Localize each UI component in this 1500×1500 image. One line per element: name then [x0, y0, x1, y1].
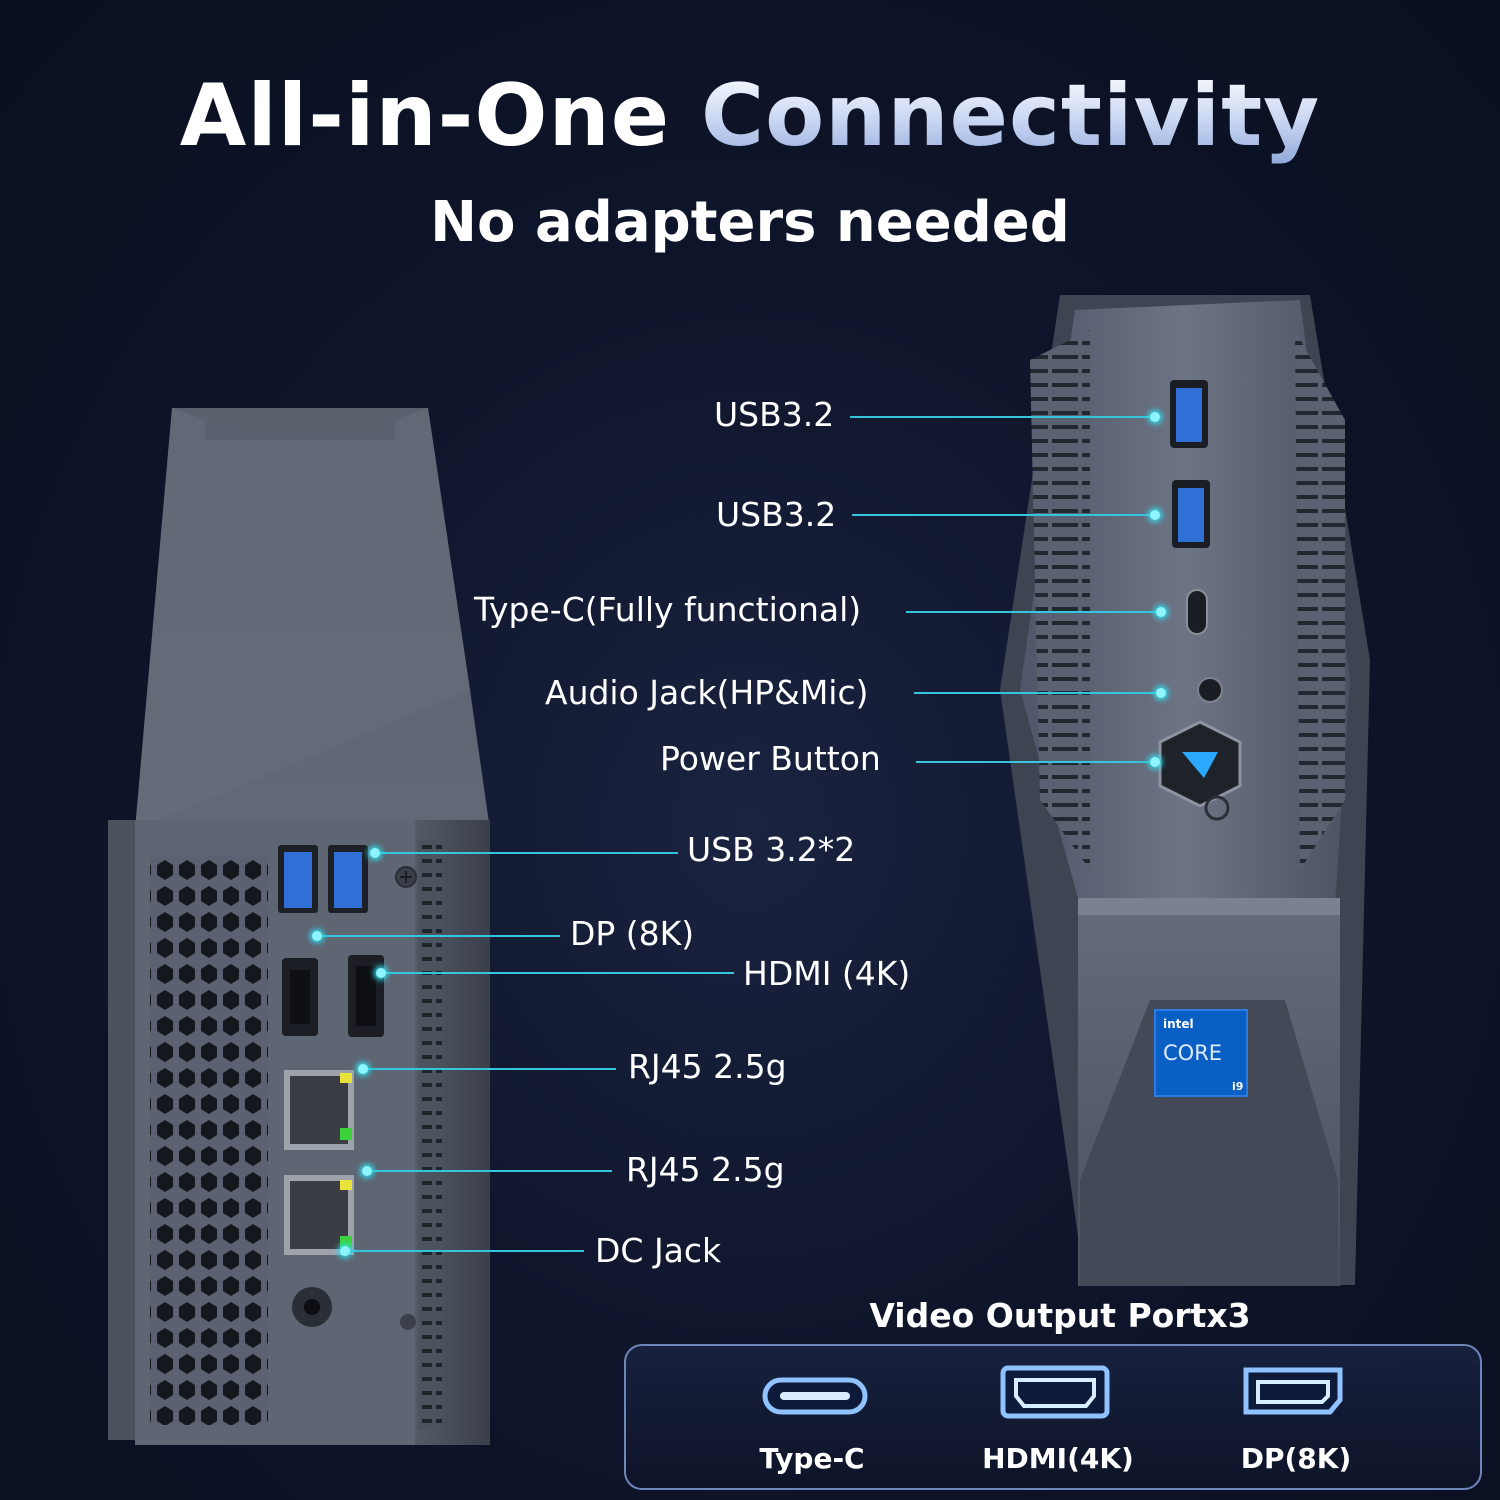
- label-hdmi: HDMI (4K): [743, 954, 911, 993]
- label-usb32x2: USB 3.2*2: [687, 830, 856, 869]
- leader-line: [366, 1068, 616, 1070]
- page-title: All-in-One Connectivity: [0, 66, 1500, 166]
- port-marker-dot: [340, 1246, 350, 1256]
- port-marker-dot: [376, 968, 386, 978]
- label-usb32-second: USB3.2: [716, 495, 837, 534]
- leader-line: [852, 514, 1154, 516]
- video-port-label-hdmi: HDMI(4K): [982, 1442, 1134, 1475]
- port-marker-dot: [362, 1166, 372, 1176]
- label-power-button: Power Button: [660, 739, 881, 778]
- label-rj45-first: RJ45 2.5g: [628, 1047, 787, 1086]
- leader-line: [916, 761, 1152, 763]
- hdmi-port-icon: [1000, 1365, 1110, 1419]
- port-marker-dot: [1150, 412, 1160, 422]
- port-marker-dot: [1156, 688, 1166, 698]
- port-marker-dot: [1150, 757, 1160, 767]
- type-c-port-icon: [762, 1377, 868, 1415]
- port-marker-dot: [312, 931, 322, 941]
- label-dc-jack: DC Jack: [595, 1231, 722, 1270]
- leader-line: [384, 972, 734, 974]
- leader-line: [320, 935, 560, 937]
- label-audio-jack: Audio Jack(HP&Mic): [545, 673, 869, 712]
- port-marker-dot: [1150, 510, 1160, 520]
- badge-brand-text: intel: [1163, 1017, 1194, 1031]
- port-marker-dot: [370, 848, 380, 858]
- badge-product-text: CORE: [1163, 1041, 1222, 1065]
- leader-line: [378, 852, 678, 854]
- displayport-icon: [1243, 1367, 1343, 1415]
- badge-tier-text: i9: [1232, 1080, 1243, 1093]
- label-rj45-second: RJ45 2.5g: [626, 1150, 785, 1189]
- label-dp: DP (8K): [570, 914, 695, 953]
- title-part-2: Connectivity: [700, 66, 1321, 166]
- leader-line: [370, 1170, 612, 1172]
- video-port-label-type-c: Type-C: [759, 1442, 865, 1475]
- label-type-c: Type-C(Fully functional): [474, 590, 862, 629]
- leader-line: [850, 416, 1154, 418]
- leader-line: [914, 692, 1158, 694]
- video-port-label-dp: DP(8K): [1240, 1442, 1352, 1475]
- leader-line: [906, 611, 1158, 613]
- port-marker-dot: [1156, 607, 1166, 617]
- page-subtitle: No adapters needed: [430, 190, 1070, 255]
- video-output-title: Video Output Portx3: [869, 1296, 1251, 1335]
- leader-line: [348, 1250, 584, 1252]
- label-usb32-top: USB3.2: [714, 395, 835, 434]
- title-part-1: All-in-One: [179, 66, 671, 166]
- port-marker-dot: [358, 1064, 368, 1074]
